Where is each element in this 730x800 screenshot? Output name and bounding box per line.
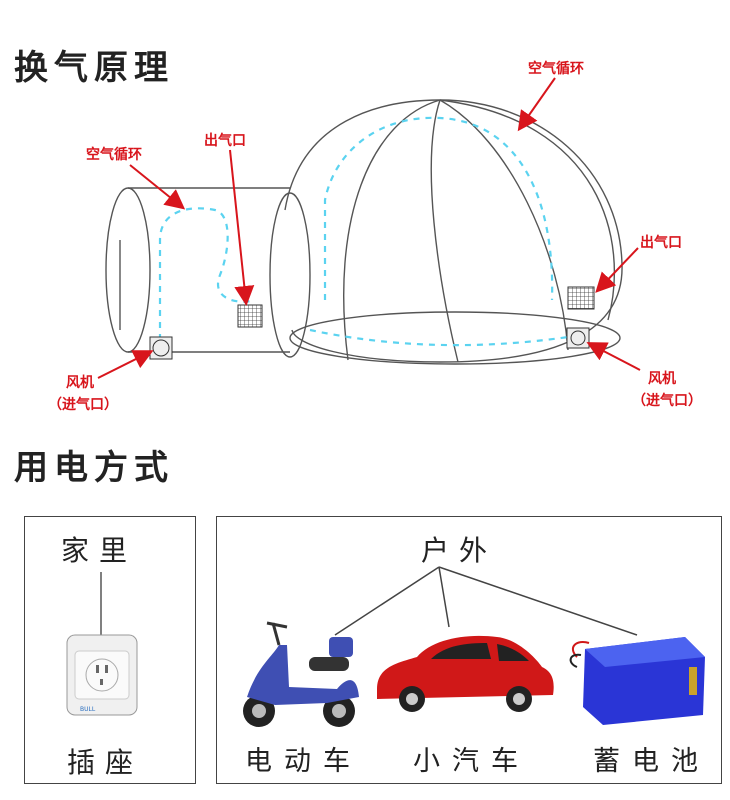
air-outlet-vent-right xyxy=(568,287,594,309)
home-item-socket: 插座 xyxy=(67,741,143,781)
battery-illustration xyxy=(571,637,705,725)
label-air-outlet-right: 出气口 xyxy=(640,232,682,252)
home-power-box: 家里 BULL 插座 xyxy=(24,516,196,784)
dome-shape xyxy=(285,100,622,364)
svg-text:BULL: BULL xyxy=(80,706,96,713)
air-outlet-vent-left xyxy=(238,305,262,327)
label-fan-right: 风机 xyxy=(648,368,676,388)
scooter-illustration xyxy=(243,623,359,727)
tunnel-shape xyxy=(106,188,310,357)
fan-left xyxy=(150,337,172,359)
label-fan-left: 风机 xyxy=(66,372,94,392)
section-title-power: 用电方式 xyxy=(14,440,174,489)
label-fan-left-sub: （进气口） xyxy=(48,394,118,414)
pointer-arrows xyxy=(98,78,640,378)
ventilation-diagram xyxy=(0,0,730,440)
outdoor-item-battery: 蓄电池 xyxy=(593,739,710,778)
outdoor-item-ebike: 电动车 xyxy=(245,739,362,778)
label-air-circulation-left: 空气循环 xyxy=(86,144,142,164)
label-air-outlet-left: 出气口 xyxy=(204,130,246,150)
label-fan-right-sub: （进气口） xyxy=(632,390,702,410)
label-air-circulation-right: 空气循环 xyxy=(528,58,584,78)
airflow-arrows xyxy=(160,118,575,345)
fan-right xyxy=(567,328,589,348)
outdoor-power-box: 户外 xyxy=(216,516,722,784)
car-illustration xyxy=(377,636,554,712)
outdoor-item-car: 小汽车 xyxy=(413,739,530,778)
